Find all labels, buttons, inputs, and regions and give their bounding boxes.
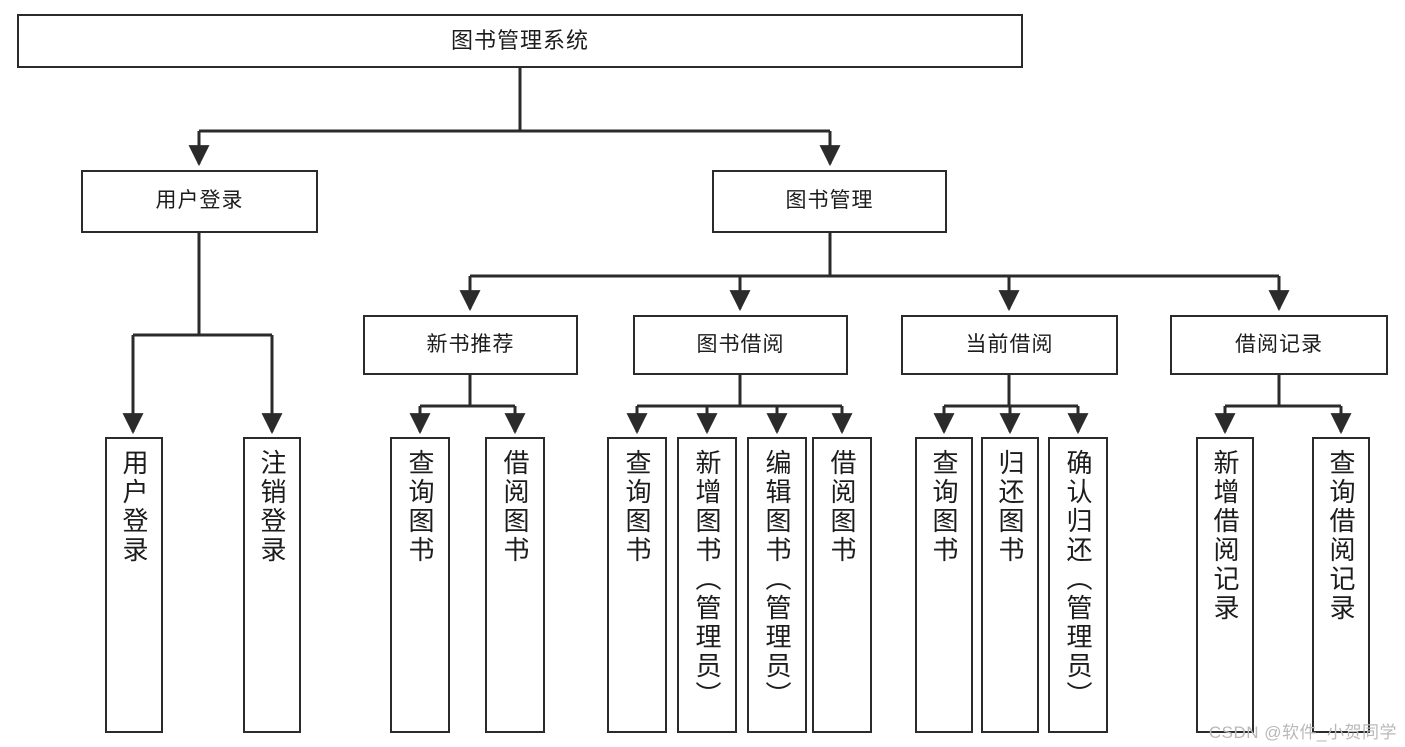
node-label: 确认归还（管理员） (1063, 449, 1093, 710)
node-label: 查询借阅记录 (1326, 449, 1356, 623)
node-label: 图书管理 (785, 189, 874, 213)
leaf-user-login-logout[interactable]: 注销登录 (243, 437, 301, 733)
leaf-record-add-borrow-record[interactable]: 新增借阅记录 (1196, 437, 1254, 733)
node-borrow-record[interactable]: 借阅记录 (1170, 315, 1388, 375)
leaf-recommend-borrow-book[interactable]: 借阅图书 (485, 437, 545, 733)
leaf-current-return-book[interactable]: 归还图书 (981, 437, 1039, 733)
leaf-recommend-query-book[interactable]: 查询图书 (390, 437, 450, 733)
node-new-book-recommend[interactable]: 新书推荐 (363, 315, 578, 375)
leaf-user-login-login[interactable]: 用户登录 (105, 437, 163, 733)
node-user-login[interactable]: 用户登录 (81, 170, 318, 233)
node-label: 归还图书 (995, 449, 1025, 565)
node-label: 查询图书 (405, 449, 435, 565)
leaf-borrow-query-book[interactable]: 查询图书 (607, 437, 667, 733)
leaf-borrow-edit-book-admin[interactable]: 编辑图书（管理员） (747, 437, 807, 733)
node-book-management[interactable]: 图书管理 (712, 170, 947, 233)
node-label: 用户登录 (155, 189, 244, 213)
node-current-borrow[interactable]: 当前借阅 (901, 315, 1118, 375)
node-label: 当前借阅 (965, 332, 1054, 356)
node-label: 查询图书 (929, 449, 959, 565)
node-label: 新增借阅记录 (1210, 449, 1240, 623)
leaf-borrow-borrow-book[interactable]: 借阅图书 (812, 437, 872, 733)
leaf-borrow-add-book-admin[interactable]: 新增图书（管理员） (677, 437, 737, 733)
leaf-current-confirm-return-admin[interactable]: 确认归还（管理员） (1048, 437, 1108, 733)
node-label: 用户登录 (119, 449, 149, 565)
node-label: 新书推荐 (426, 332, 515, 356)
node-label: 借阅图书 (827, 449, 857, 565)
leaf-current-query-book[interactable]: 查询图书 (915, 437, 973, 733)
node-label: 图书管理系统 (450, 28, 589, 54)
node-book-management-system[interactable]: 图书管理系统 (17, 14, 1023, 68)
node-label: 新增图书（管理员） (692, 449, 722, 710)
node-label: 图书借阅 (696, 332, 785, 356)
node-label: 编辑图书（管理员） (762, 449, 792, 710)
node-label: 查询图书 (622, 449, 652, 565)
node-label: 注销登录 (257, 449, 287, 565)
leaf-record-query-borrow-record[interactable]: 查询借阅记录 (1312, 437, 1370, 733)
node-book-borrow[interactable]: 图书借阅 (633, 315, 848, 375)
watermark-text: CSDN @软件_小贺同学 (1208, 723, 1397, 742)
node-label: 借阅图书 (500, 449, 530, 565)
node-label: 借阅记录 (1235, 332, 1323, 356)
